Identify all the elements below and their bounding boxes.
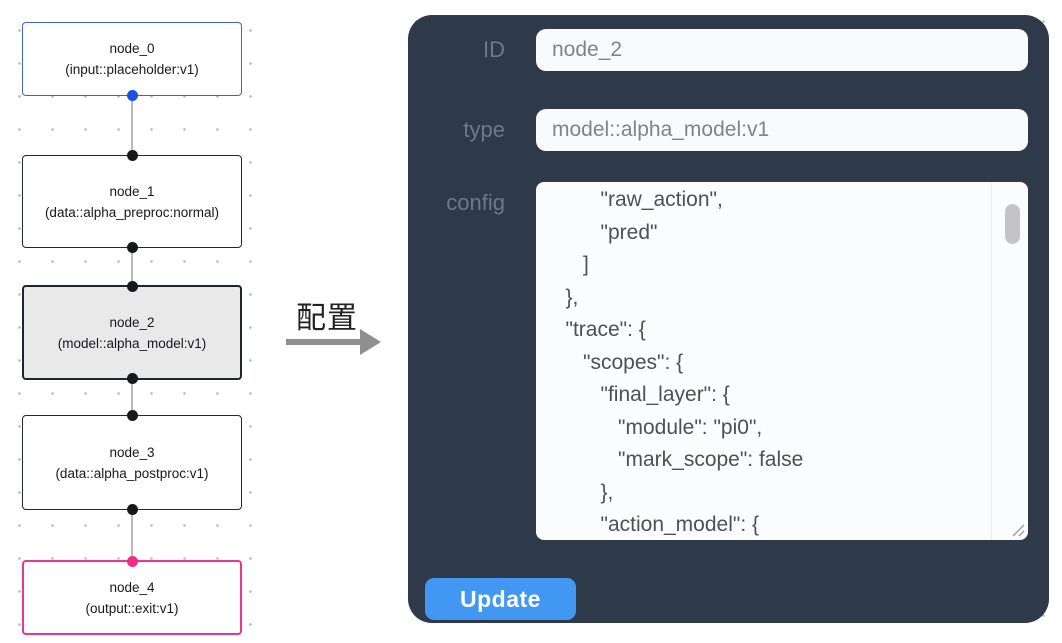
config-line: "pred" [548, 220, 658, 244]
edge-node2-node3 [131, 380, 133, 415]
config-line: "raw_action", [548, 188, 723, 211]
flow-node-node1[interactable]: node_1 (data::alpha_preproc:normal) [22, 150, 242, 253]
config-line: }, [548, 480, 614, 504]
edge-node3-node4 [131, 510, 133, 560]
arrow-right-icon [286, 329, 381, 355]
node-subtitle: (input::placeholder:v1) [65, 62, 199, 77]
config-label: config [446, 190, 505, 215]
id-input[interactable] [536, 29, 1028, 71]
node-title: node_1 [109, 183, 155, 199]
resize-handle-icon[interactable] [1010, 522, 1026, 538]
source-handle[interactable] [126, 373, 138, 384]
node-title: node_0 [109, 41, 155, 56]
flow-node-node4[interactable]: node_4 (output::exit:v1) [22, 556, 242, 635]
target-handle[interactable] [126, 281, 138, 292]
edge-node0-node1 [131, 96, 133, 155]
node-title: node_3 [109, 444, 155, 460]
node-subtitle: (data::alpha_postproc:v1) [55, 465, 209, 481]
node-subtitle: (output::exit:v1) [85, 600, 179, 616]
flow-node-node0[interactable]: node_0 (input::placeholder:v1) [22, 22, 242, 101]
config-line: ] [548, 253, 589, 276]
config-line: "scopes": { [548, 350, 684, 374]
node-subtitle: (data::alpha_preproc:normal) [44, 204, 220, 220]
node-subtitle: (model::alpha_model:v1) [57, 335, 207, 351]
config-panel: ID type config "raw_action", "pred" ] },… [408, 15, 1049, 623]
scrollbar-thumb[interactable] [1005, 204, 1020, 244]
source-handle[interactable] [126, 504, 138, 515]
config-textarea[interactable]: "raw_action", "pred" ] }, "trace": { "sc… [536, 182, 1028, 540]
config-line: "mark_scope": false [548, 448, 804, 471]
config-line: "trace": { [548, 318, 646, 341]
type-input[interactable] [536, 109, 1028, 151]
scrollbar-track [991, 182, 992, 540]
target-handle[interactable] [126, 150, 138, 161]
flow-node-node2-selected[interactable]: node_2 (model::alpha_model:v1) [22, 281, 242, 384]
type-label: type [463, 117, 505, 142]
config-line: "final_layer": { [548, 383, 730, 406]
config-line: "module": "pi0", [548, 415, 763, 439]
source-handle[interactable] [126, 90, 138, 101]
target-handle[interactable] [126, 410, 138, 421]
flow-canvas[interactable]: node_0 (input::placeholder:v1) node_1 (d… [0, 0, 278, 643]
config-json-content: "raw_action", "pred" ] }, "trace": { "sc… [536, 182, 1028, 540]
config-line: }, [548, 285, 579, 309]
id-label: ID [483, 37, 505, 62]
node-title: node_2 [109, 314, 155, 330]
node-title: node_4 [109, 579, 155, 595]
update-button[interactable]: Update [425, 578, 576, 620]
source-handle[interactable] [126, 242, 138, 253]
target-handle[interactable] [126, 556, 138, 567]
config-line: "action_model": { [548, 513, 760, 536]
edge-node1-node2 [131, 248, 133, 285]
flow-node-node3[interactable]: node_3 (data::alpha_postproc:v1) [22, 410, 242, 515]
connector-label: 配置 [296, 302, 358, 335]
